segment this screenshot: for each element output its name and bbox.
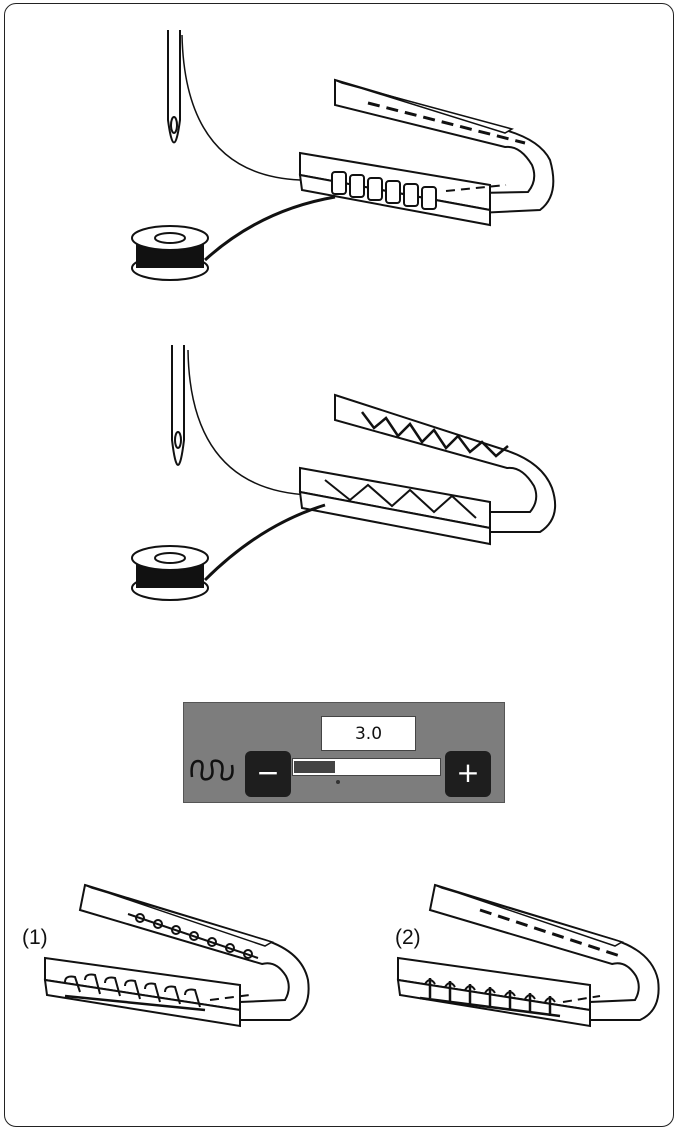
- straight-seam-illustration: [110, 25, 570, 295]
- decrease-button[interactable]: −: [245, 751, 291, 797]
- default-marker: [336, 780, 340, 784]
- stitch-width-slider[interactable]: [292, 758, 441, 776]
- bobbin-icon: [132, 226, 208, 280]
- needle-icon: [172, 345, 184, 465]
- stitch-width-panel: 3.0 − +: [183, 702, 505, 803]
- increase-button[interactable]: +: [445, 751, 491, 797]
- stitch-width-value: 3.0: [321, 716, 416, 751]
- overcast-stitch-icon: [188, 755, 244, 785]
- zigzag-seam-illustration: [110, 340, 570, 610]
- tight-stitch-result-illustration: [395, 880, 675, 1040]
- needle-icon: [168, 30, 180, 143]
- slider-fill: [294, 761, 335, 773]
- loose-stitch-result-illustration: [40, 880, 320, 1040]
- bobbin-icon: [132, 546, 208, 600]
